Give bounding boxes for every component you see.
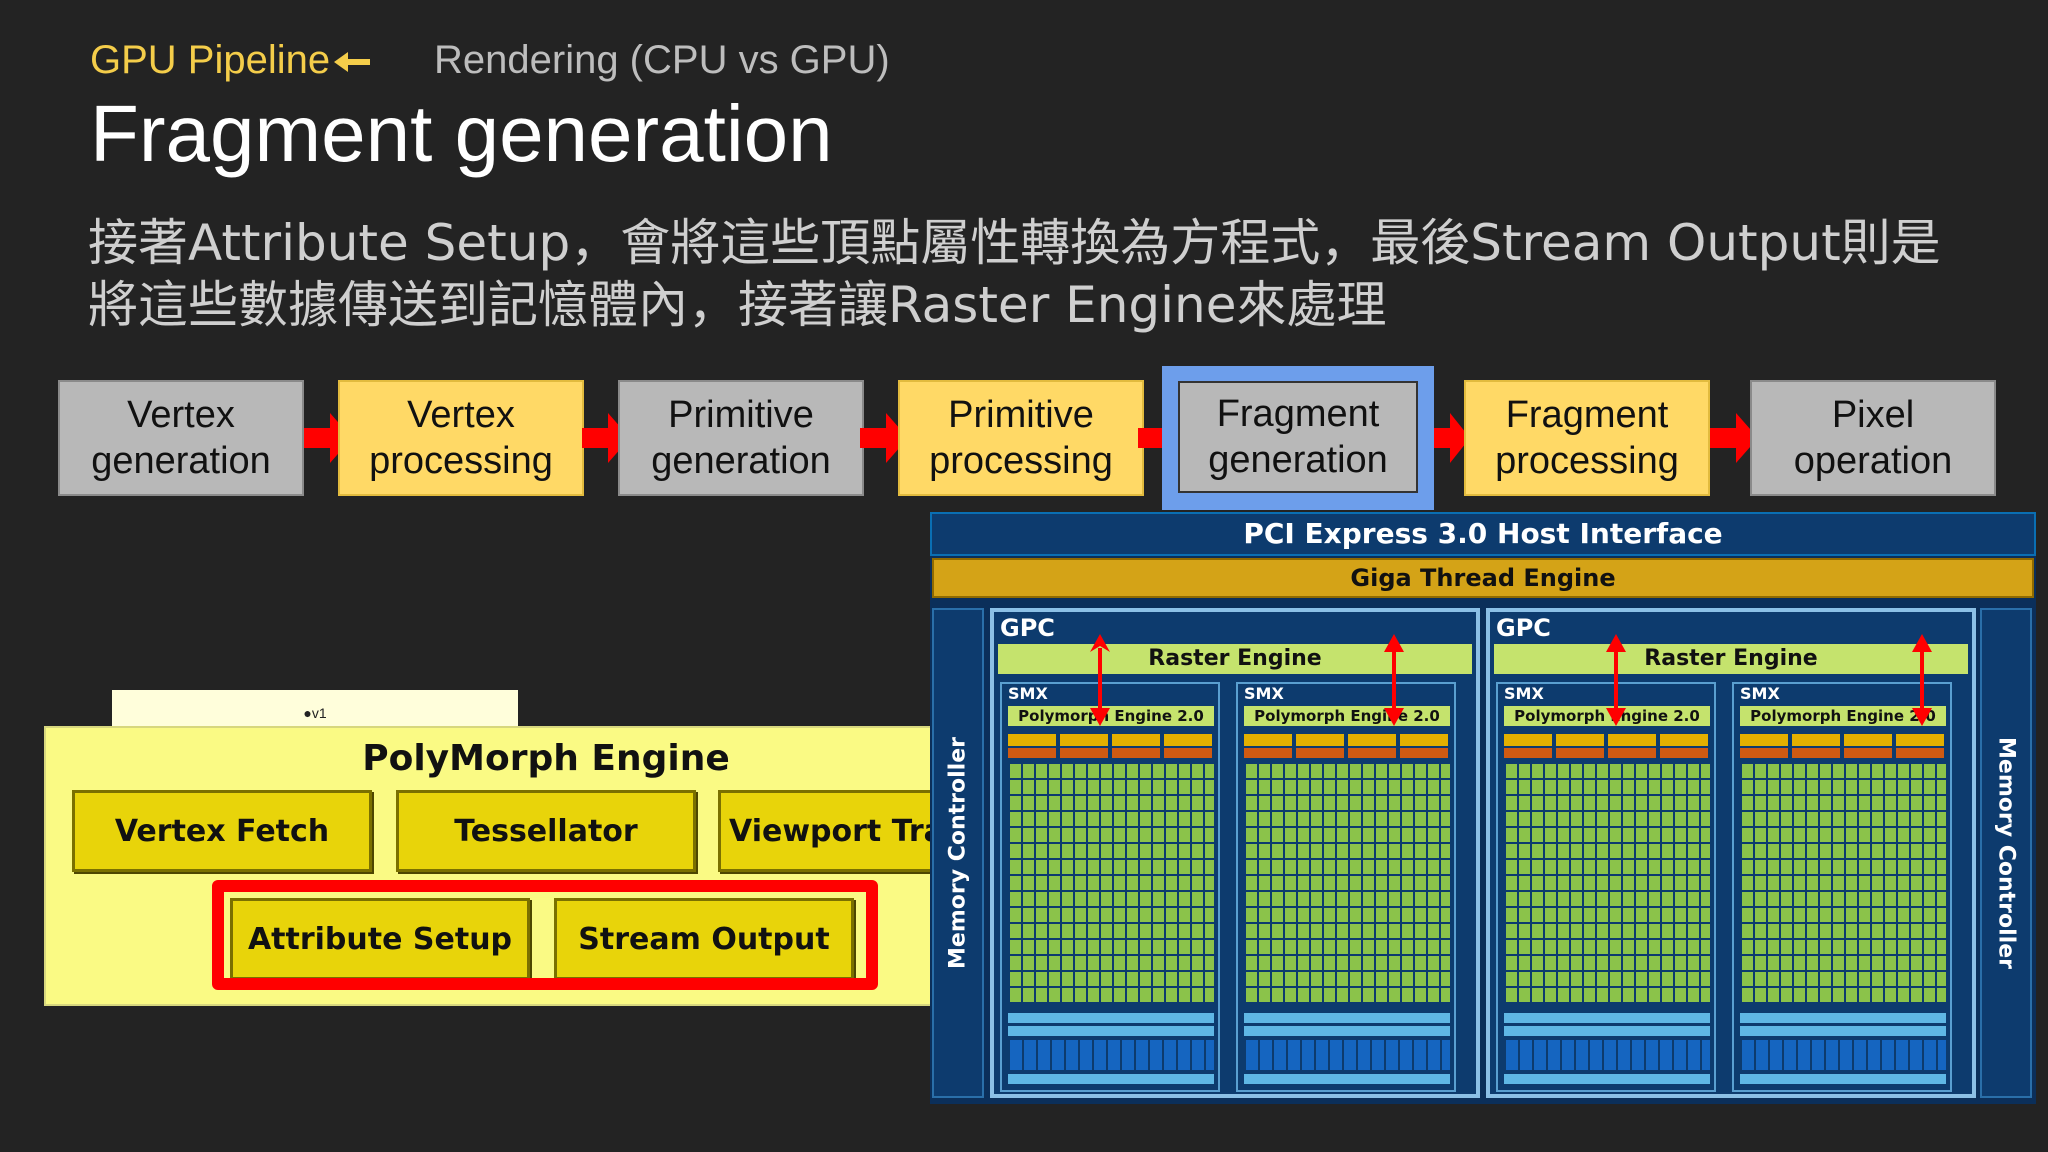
arrow-left-icon: [334, 52, 371, 73]
stage-fragment-processing: Fragment processing: [1464, 380, 1710, 496]
tessellator-unit: Tessellator: [396, 790, 696, 872]
description-text: 接著Attribute Setup，會將這些頂點屬性轉換為方程式，最後Strea…: [88, 214, 1941, 334]
cuda-core-grid: [1008, 764, 1214, 1004]
polymorph-tab: ●v1: [112, 690, 518, 726]
smx-texture-units: [1504, 1040, 1710, 1070]
breadcrumb-gpu-pipeline[interactable]: GPU Pipeline: [90, 38, 371, 83]
breadcrumb-active-label: GPU Pipeline: [90, 38, 331, 82]
smx-block: SMX Polymorph Engine 2.0: [1000, 682, 1220, 1092]
smx-label: SMX: [1740, 684, 1780, 703]
cuda-core-grid: [1244, 764, 1450, 1004]
gpc-block: GPC Raster Engine SMX Polymorph Engine 2…: [990, 608, 1480, 1098]
arrow-right-icon: [1434, 413, 1470, 463]
stage-pixel-operation: Pixel operation: [1750, 380, 1996, 496]
stage-primitive-generation: Primitive generation: [618, 380, 864, 496]
arrow-right-icon: [1710, 413, 1758, 463]
smx-load-store: [1244, 1010, 1450, 1036]
smx-cache: [1244, 1074, 1450, 1084]
stage-fragment-generation: Fragment generation: [1178, 381, 1418, 493]
gpc-block: GPC Raster Engine SMX Polymorph Engine 2…: [1486, 608, 1976, 1098]
vertex-fetch-unit: Vertex Fetch: [72, 790, 372, 872]
smx-block: SMX Polymorph Engine 2.0: [1236, 682, 1456, 1092]
viewport-transform-unit: Viewport Transform: [718, 790, 932, 872]
giga-thread-engine: Giga Thread Engine: [932, 558, 2034, 598]
smx-texture-units: [1740, 1040, 1946, 1070]
smx-block: SMX Polymorph Engine 2.0: [1496, 682, 1716, 1092]
smx-warp-scheduler: [1504, 734, 1710, 746]
stage-primitive-processing: Primitive processing: [898, 380, 1144, 496]
gpu-block-diagram: PCI Express 3.0 Host Interface Giga Thre…: [930, 512, 2036, 1104]
polymorph-engine-2: Polymorph Engine 2.0: [1504, 706, 1710, 726]
polymorph-title: PolyMorph Engine: [362, 738, 730, 779]
smx-cache: [1504, 1074, 1710, 1084]
polymorph-engine-2: Polymorph Engine 2.0: [1008, 706, 1214, 726]
gpc-label: GPC: [1496, 614, 1551, 642]
stage-vertex-processing: Vertex processing: [338, 380, 584, 496]
gpc-label: GPC: [1000, 614, 1055, 642]
cuda-core-grid: [1740, 764, 1946, 1004]
smx-warp-scheduler: [1244, 734, 1450, 746]
smx-texture-units: [1008, 1040, 1214, 1070]
smx-dispatch-unit: [1244, 748, 1450, 758]
smx-dispatch-unit: [1008, 748, 1214, 758]
smx-warp-scheduler: [1740, 734, 1946, 746]
arrow-right-icon: [860, 413, 908, 463]
smx-load-store: [1740, 1010, 1946, 1036]
polymorph-engine-2: Polymorph Engine 2.0: [1740, 706, 1946, 726]
smx-warp-scheduler: [1008, 734, 1214, 746]
arrow-right-icon: [1138, 428, 1164, 448]
smx-load-store: [1008, 1010, 1214, 1036]
stage-vertex-generation: Vertex generation: [58, 380, 304, 496]
smx-label: SMX: [1504, 684, 1544, 703]
data-flow-arrows: [1090, 634, 1932, 726]
memory-controller-left: Memory Controller: [932, 608, 984, 1098]
cuda-core-grid: [1504, 764, 1710, 1004]
smx-cache: [1008, 1074, 1214, 1084]
page-title: Fragment generation: [90, 89, 833, 178]
memory-controller-right: Memory Controller: [1980, 608, 2032, 1098]
smx-block: SMX Polymorph Engine 2.0: [1732, 682, 1952, 1092]
smx-label: SMX: [1244, 684, 1284, 703]
smx-cache: [1740, 1074, 1946, 1084]
breadcrumb-rendering[interactable]: Rendering (CPU vs GPU): [434, 38, 890, 82]
smx-load-store: [1504, 1010, 1710, 1036]
smx-dispatch-unit: [1504, 748, 1710, 758]
smx-texture-units: [1244, 1040, 1450, 1070]
pci-express-host-interface: PCI Express 3.0 Host Interface: [930, 512, 2036, 556]
smx-dispatch-unit: [1740, 748, 1946, 758]
raster-engine: Raster Engine: [1494, 644, 1968, 674]
polymorph-engine-panel: PolyMorph Engine Vertex Fetch Tessellato…: [44, 726, 934, 1006]
highlight-box: [212, 880, 878, 990]
smx-label: SMX: [1008, 684, 1048, 703]
stream-output-unit: Stream Output: [554, 898, 854, 980]
